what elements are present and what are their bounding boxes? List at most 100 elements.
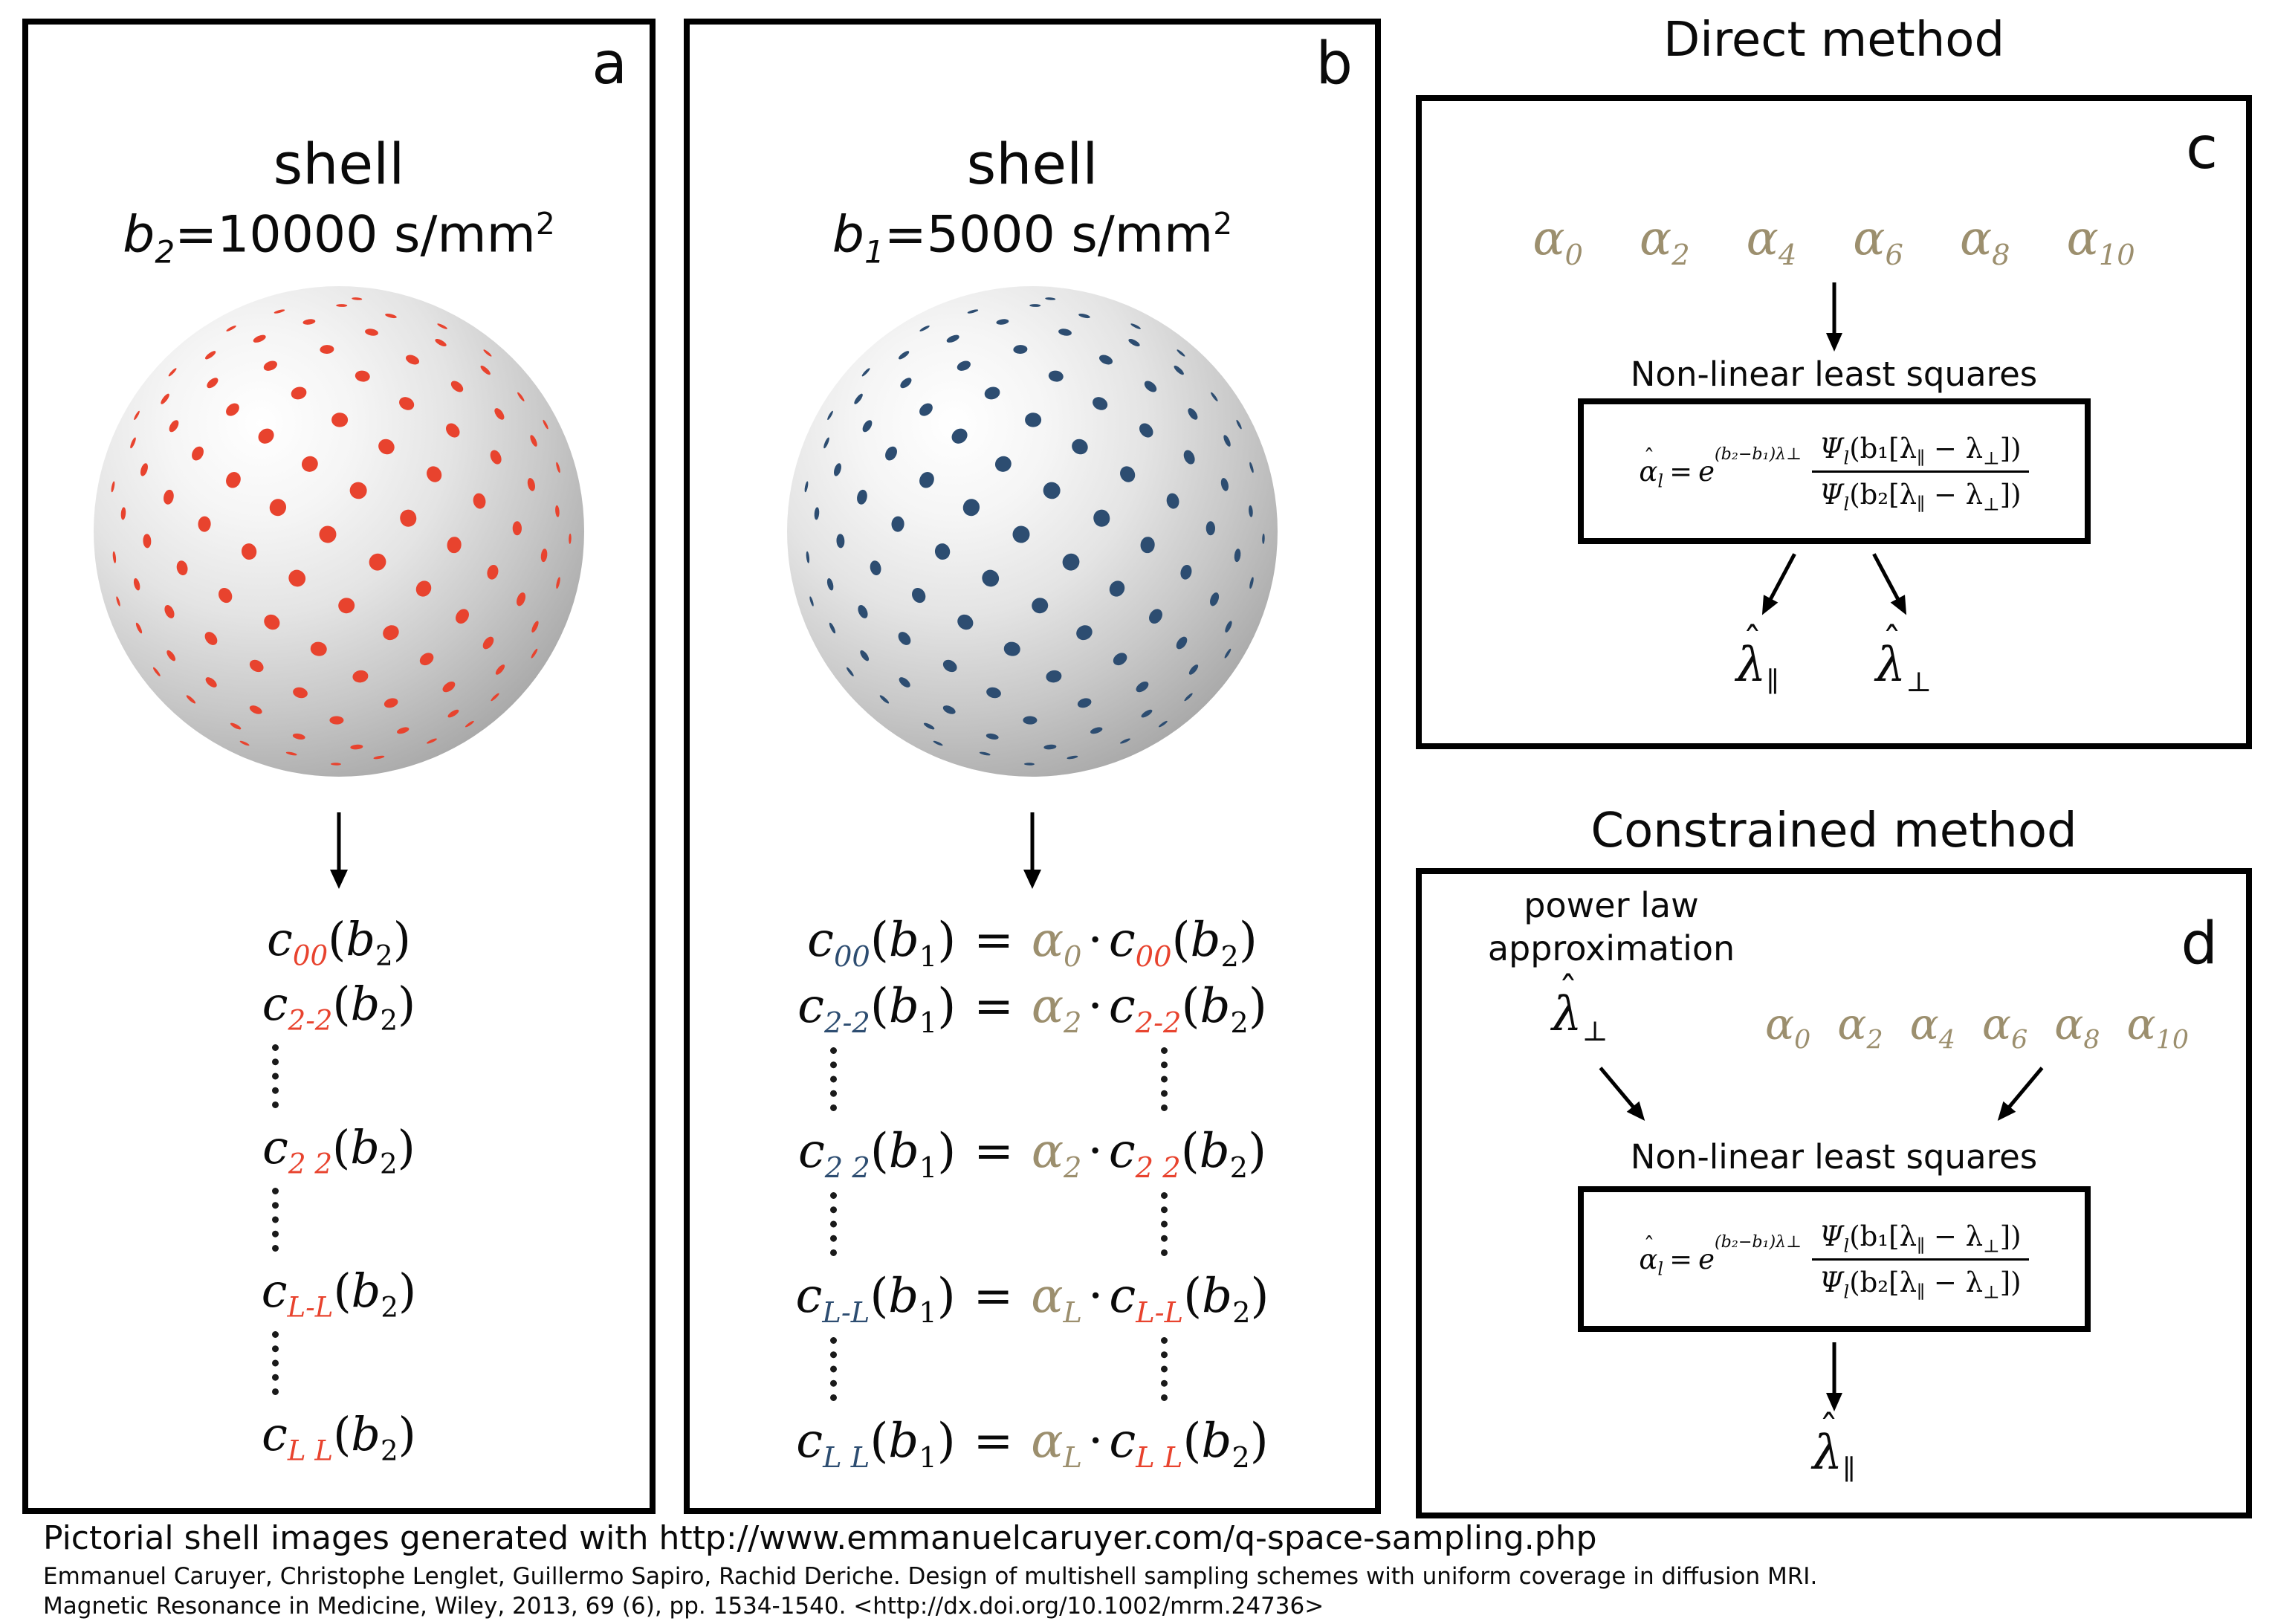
sampling-dot [1078,312,1091,320]
coeff-subscript: L L [287,1434,334,1467]
sampling-dot [114,595,121,607]
dots-column [1160,1192,1168,1257]
sampling-dot [1130,322,1142,330]
nlls-label: Non-linear least squares [1630,1137,2038,1177]
sampling-dot [832,462,843,478]
sampling-dot [852,392,864,406]
sampling-dot [808,595,815,607]
sampling-dot [442,421,462,440]
down-left-arrow-icon [1761,553,1796,615]
vertical-dots [695,1337,1370,1402]
sampling-dot [955,358,973,373]
sampling-dot [526,476,537,492]
sampling-dot [453,606,471,626]
sampling-dot [985,732,1000,741]
panel-d-corner-label: d [2181,910,2218,977]
panel-a-corner-label: a [592,30,627,97]
sampling-dot [897,675,913,690]
sampling-dot [166,418,181,434]
sampling-dot [1139,708,1153,719]
sampling-dot [1089,725,1104,736]
sampling-dot [465,720,475,728]
exp-term: e(b₂−b₁)λ⊥ [1698,1232,1802,1275]
sampling-dot [202,630,220,648]
sampling-dot [375,436,398,458]
sampling-dot [252,333,267,344]
sampling-dot [922,721,936,731]
sampling-dot [933,541,951,561]
sampling-dot [1013,344,1029,355]
sampling-dot [1248,505,1254,518]
sampling-dot [480,634,496,652]
sampling-dot [916,400,936,419]
sampling-dot [983,384,1002,401]
sampling-dot [540,548,548,563]
sampling-dot [1185,406,1200,421]
sampling-dot [1117,463,1139,485]
sampling-dot [898,375,914,390]
coeff-subscript: 00 [833,939,870,974]
sampling-dot [919,324,931,332]
sampling-dot [320,344,335,355]
sampling-dot [1024,413,1041,427]
sampling-dot [162,488,175,505]
sampling-dot [1074,622,1095,643]
alpha-term: α8 [2054,999,2100,1055]
sampling-dot [1261,533,1265,545]
coeff-subscript: 2 2 [1135,1151,1181,1185]
down-arrow-icon [1825,282,1842,352]
sampling-dot [329,716,344,725]
sampling-dot [490,692,500,702]
sampling-dot [112,551,117,563]
coefficient-row: c00(b2) [267,912,411,972]
sampling-dot [1119,737,1131,745]
sampling-dot [262,358,279,373]
caption-source-line: Pictorial shell images generated with ht… [43,1519,1597,1557]
sampling-dot [268,496,289,519]
sampling-dot [424,463,445,485]
sampling-dot [337,596,356,615]
alpha-term: α6 [1981,999,2028,1055]
panel-b-shell-title: shell [966,131,1098,197]
sampling-dot [425,737,438,745]
coefficient-row: cL L(b2) [262,1406,416,1467]
alpha-term: α10 [2126,999,2189,1055]
sampling-dot [215,584,235,606]
sampling-dot [1067,755,1078,760]
dots-column [271,1330,279,1395]
sampling-dot [979,566,1003,590]
sampling-dot [290,384,308,401]
sampling-dot [138,462,149,478]
sampling-dot [1174,634,1190,652]
dots-column [271,1187,279,1252]
sampling-dot [291,686,309,700]
sampling-dot [860,418,875,434]
sampling-dot [1136,421,1156,440]
sampling-dot [446,536,462,554]
sampling-dot [163,603,177,620]
sampling-dot [1106,578,1128,600]
sampling-dot [954,611,977,633]
equation-row: cL L(b1)=αL·cL L(b2) [796,1414,1269,1475]
coeff-subscript: 2 2 [288,1147,333,1180]
sampling-dot [381,622,402,643]
sampling-dot [814,507,821,520]
sampling-dot [204,675,219,690]
coeff-subscript: 2-2 [288,1003,333,1037]
panel-b-equations: c00(b1)=α0·c00(b2) c2-2(b1)=α2·c2-2(b2) … [695,914,1370,1475]
sampling-dot [352,669,369,684]
alpha-subscript: L [1063,1441,1083,1475]
sampling-dot [120,507,127,520]
sampling-dot [1092,508,1111,528]
sampling-dot [1045,297,1056,301]
sampling-dot [932,740,943,747]
sampling-dot [246,657,266,675]
sampling-dot [347,479,370,502]
sampling-dot [1003,641,1022,658]
sampling-dot [1235,418,1243,430]
coeff-subscript: 2-2 [824,1006,870,1040]
